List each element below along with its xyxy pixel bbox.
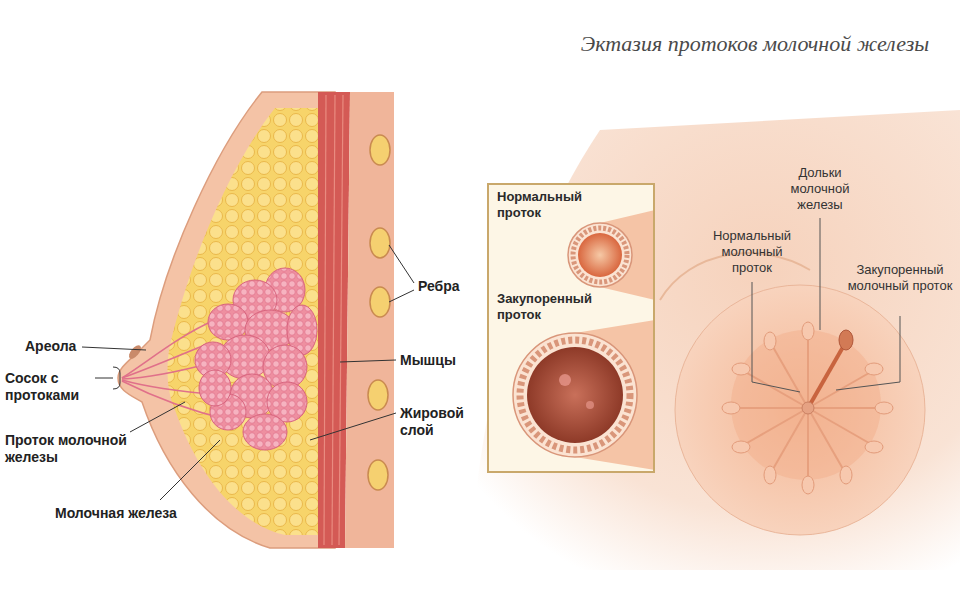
part-label: Проток молочной железы: [5, 432, 155, 466]
part-label: Нормальный молочный проток: [700, 228, 804, 276]
part-label: Закупоренный молочный проток: [845, 262, 955, 294]
part-label: Ареола: [25, 338, 115, 355]
part-label: Молочная железа: [55, 505, 215, 522]
part-label: Дольки молочной железы: [768, 165, 872, 213]
inset-box: Нормальный протокЗакупоренный проток: [487, 183, 655, 473]
part-label: Мышцы: [400, 352, 470, 369]
inset-heading: Закупоренный проток: [497, 291, 615, 323]
part-label: Сосок с протоками: [5, 370, 105, 404]
inset-heading: Нормальный проток: [497, 189, 597, 221]
part-label: Жировой слой: [400, 405, 475, 439]
part-label: Ребра: [418, 278, 478, 295]
diagram-title: Эктазия протоков молочной железы: [560, 30, 950, 57]
